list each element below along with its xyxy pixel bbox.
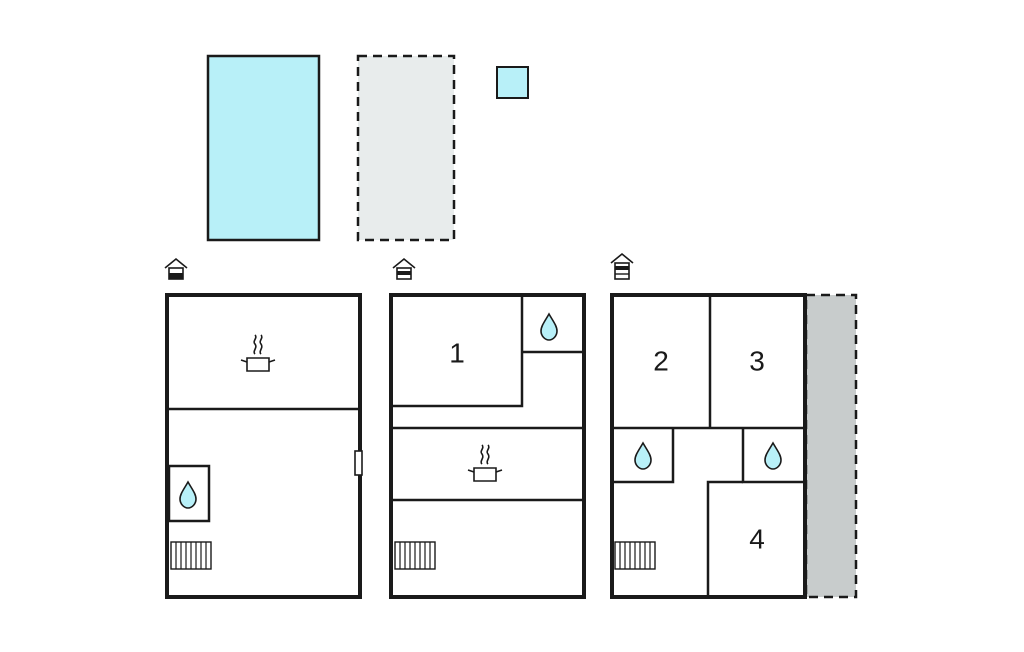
- stairs-icon: [394, 541, 436, 570]
- cooking-pot-icon: [467, 444, 503, 482]
- water-drop-icon: [764, 442, 782, 470]
- door-icon: [354, 450, 363, 476]
- water-drop-icon: [634, 442, 652, 470]
- house-second-floor-icon: [610, 252, 634, 280]
- ground-floor-plan: [165, 293, 363, 599]
- hot-tub: [496, 66, 529, 99]
- room-label-1: 1: [449, 337, 465, 368]
- balcony: [804, 293, 858, 599]
- stairs-icon: [614, 541, 656, 570]
- terrace: [356, 54, 456, 242]
- pool: [206, 54, 321, 242]
- second-floor-plan: 2 3 4: [610, 293, 858, 599]
- room-label-3: 3: [749, 345, 765, 376]
- stairs-icon: [170, 541, 212, 570]
- cooking-pot-icon: [240, 334, 276, 372]
- room-label-2: 2: [653, 345, 669, 376]
- house-first-floor-icon: [392, 257, 416, 280]
- first-floor-plan: 1: [389, 293, 586, 599]
- water-drop-icon: [540, 313, 558, 341]
- house-ground-floor-icon: [164, 257, 188, 280]
- room-label-4: 4: [749, 523, 765, 554]
